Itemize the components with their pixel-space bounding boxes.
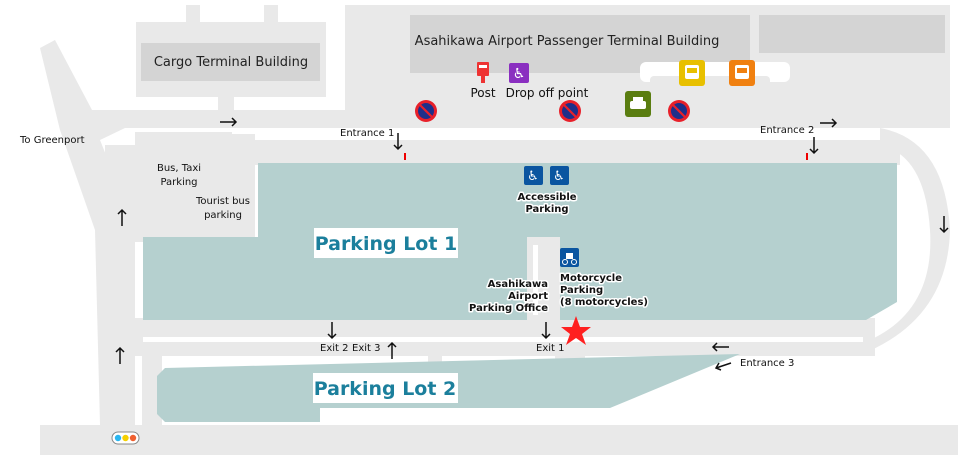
cargo-terminal-building — [141, 43, 320, 81]
parking-lot-1[interactable] — [143, 163, 897, 320]
motorcycle-label: (8 motorcycles) — [560, 297, 648, 308]
gate-marker — [806, 153, 808, 160]
wheelchair-icon: ♿ ♿ — [524, 166, 569, 185]
svg-text:♿: ♿ — [553, 169, 565, 184]
entrance-2-label: Entrance 2 — [760, 125, 814, 136]
post-label: Post — [470, 86, 495, 100]
bus-taxi-parking-label: Bus, Taxi — [157, 163, 201, 174]
passenger-terminal-label: Asahikawa Airport Passenger Terminal Bui… — [415, 34, 720, 49]
svg-text:♿: ♿ — [513, 66, 526, 82]
direction-arrows — [115, 117, 949, 371]
accessible-label: Accessible — [517, 192, 576, 203]
parking-office-label: Asahikawa — [488, 279, 548, 290]
taxi-icon — [625, 91, 651, 117]
tourist-bus-parking-label: Tourist bus — [195, 196, 250, 207]
entrance-1-label: Entrance 1 — [340, 128, 394, 139]
tourist-bus-parking-label: parking — [204, 210, 242, 221]
bus-icon — [729, 60, 755, 86]
post-box-icon — [477, 62, 489, 83]
parking-lot-1-label: Parking Lot 1 — [315, 233, 458, 255]
bus-icon — [679, 60, 705, 86]
motorcycle-label: Motorcycle — [560, 273, 622, 284]
parking-office-label: Airport — [508, 291, 548, 302]
current-location-star-icon — [561, 316, 591, 345]
motorcycle-label: Parking — [560, 285, 603, 296]
dropoff-label: Drop off point — [506, 86, 589, 100]
cargo-terminal-label: Cargo Terminal Building — [154, 55, 308, 70]
annex-building — [759, 15, 945, 53]
exit-1-label: Exit 1 — [536, 343, 564, 354]
gate-marker — [404, 153, 406, 160]
no-parking-icon — [666, 98, 692, 124]
entrance-3-label: Entrance 3 — [740, 358, 794, 369]
svg-text:♿: ♿ — [527, 169, 539, 184]
parking-lot-2-label: Parking Lot 2 — [314, 378, 457, 400]
exit-3-label: Exit 3 — [352, 343, 380, 354]
bus-taxi-parking-label: Parking — [160, 177, 197, 188]
wheelchair-icon: ♿ — [509, 63, 529, 83]
no-parking-icon — [413, 98, 439, 124]
parking-office-label: Parking Office — [469, 303, 548, 314]
motorcycle-icon — [560, 248, 579, 267]
accessible-label: Parking — [525, 204, 568, 215]
traffic-light-icon — [111, 431, 140, 445]
to-greenport-label: To Greenport — [19, 135, 85, 146]
no-parking-icon — [557, 98, 583, 124]
exit-2-label: Exit 2 — [320, 343, 348, 354]
